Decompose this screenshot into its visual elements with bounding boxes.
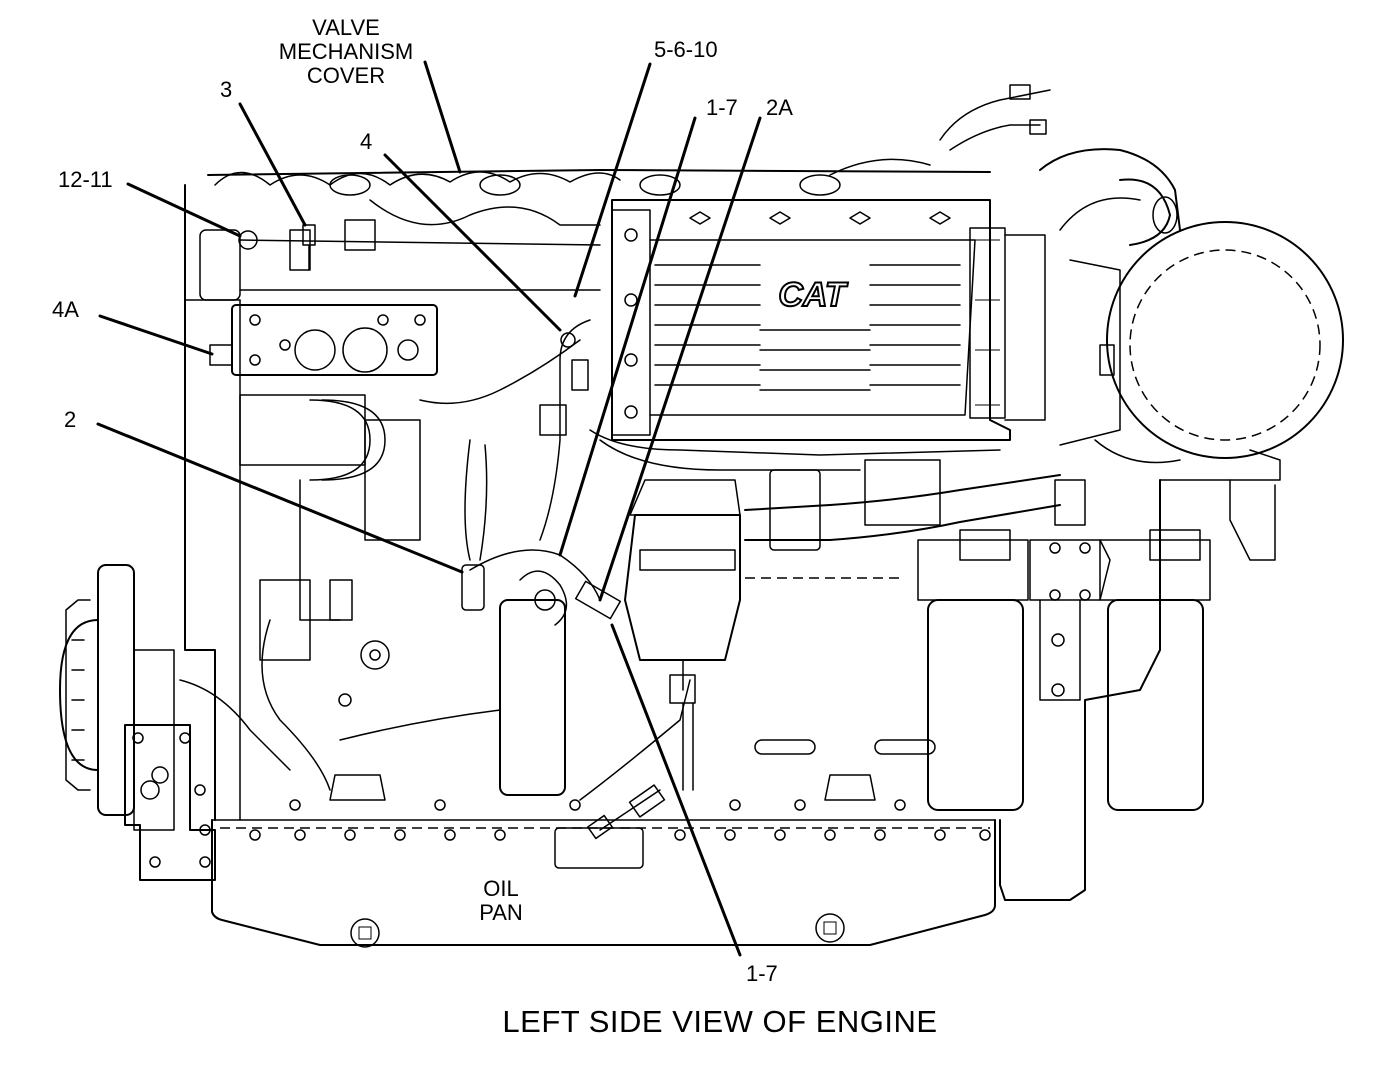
callout-valve-cover: VALVE MECHANISM COVER xyxy=(272,16,420,88)
valve-cover-line-2: MECHANISM xyxy=(278,39,414,64)
callout-leaders xyxy=(96,60,762,957)
valve-cover-line-1: VALVE xyxy=(312,15,380,40)
callout-4A: 4A xyxy=(52,297,79,322)
turbocharger xyxy=(1039,148,1344,481)
callout-4: 4 xyxy=(360,129,373,154)
oil-pan-outline xyxy=(211,819,996,948)
figure-caption: LEFT SIDE VIEW OF ENGINE xyxy=(502,1004,938,1039)
callout-2A: 2A xyxy=(766,95,793,120)
valve-cover xyxy=(199,169,991,301)
front-cover-plate xyxy=(231,304,438,707)
ecm-module xyxy=(611,199,1046,441)
leader-valve-cover xyxy=(423,60,462,174)
oil-pan-line-2: PAN xyxy=(479,900,523,925)
callout-12-11: 12-11 xyxy=(58,167,113,192)
leader-2 xyxy=(96,422,464,574)
leader-1-7-bottom xyxy=(610,623,742,957)
wiring-harness xyxy=(179,84,1051,801)
leader-3 xyxy=(238,102,307,227)
cat-logo: CAT xyxy=(778,276,849,314)
valve-cover-line-3: COVER xyxy=(306,63,386,88)
callout-1-7-bottom: 1-7 xyxy=(746,961,778,986)
leader-12-11 xyxy=(126,182,242,238)
leader-2A xyxy=(598,116,762,602)
leader-5-6-10 xyxy=(573,62,652,298)
callout-5-6-10: 5-6-10 xyxy=(654,37,718,62)
callout-3: 3 xyxy=(220,77,233,102)
fuel-filter xyxy=(499,479,741,796)
oil-filters xyxy=(744,459,1211,811)
callout-1-7-top: 1-7 xyxy=(706,95,738,120)
engine-block-outline xyxy=(184,184,1276,901)
ecm-cooling-fins xyxy=(654,264,961,391)
leader-4A xyxy=(98,314,214,356)
block-bolts xyxy=(249,774,991,841)
oil-pan-line-1: OIL xyxy=(483,876,519,901)
leader-1-7-top xyxy=(558,116,697,557)
callout-oil-pan: OIL PAN xyxy=(470,877,532,925)
leader-4 xyxy=(383,153,562,332)
front-pulley xyxy=(59,564,216,881)
callout-2: 2 xyxy=(64,407,77,432)
